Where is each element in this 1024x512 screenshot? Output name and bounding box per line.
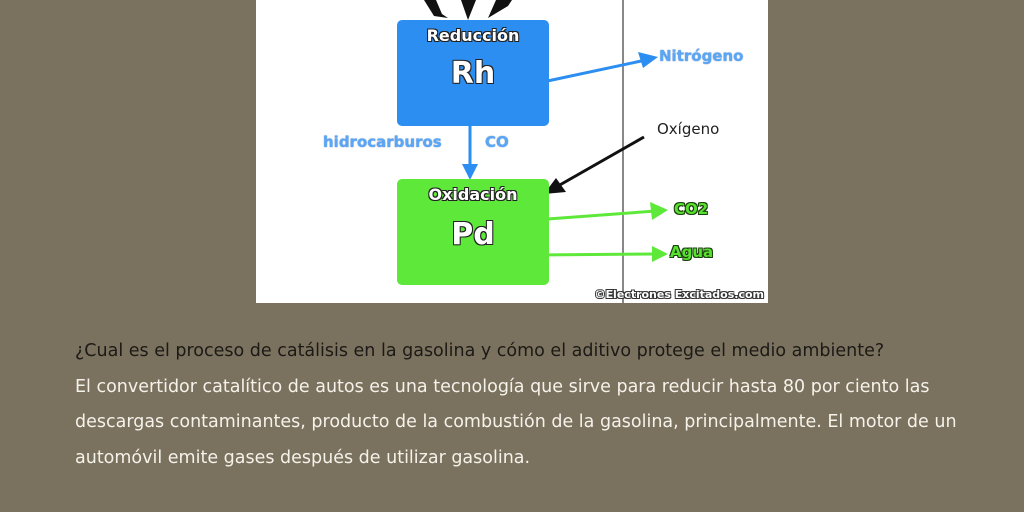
rhodium-symbol: Rh bbox=[450, 56, 496, 91]
water-label: Agua bbox=[670, 243, 714, 261]
oxidation-title: Oxidación bbox=[428, 185, 518, 204]
question-text: ¿Cual es el proceso de catálisis en la g… bbox=[75, 341, 885, 361]
nitrogen-label: Nitrógeno bbox=[659, 47, 744, 65]
article-body: ¿Cual es el proceso de catálisis en la g… bbox=[75, 334, 975, 476]
reduction-box: Reducción Rh bbox=[397, 20, 549, 126]
palladium-symbol: Pd bbox=[451, 217, 495, 252]
hydrocarbons-label: hidrocarburos bbox=[323, 133, 442, 151]
co2-label: CO2 bbox=[674, 200, 709, 218]
co-label: CO bbox=[485, 133, 509, 151]
catalysis-diagram: Reducción Rh Oxidación Pd Nitrógeno Oxíg… bbox=[256, 0, 768, 303]
oxygen-label: Oxígeno bbox=[657, 120, 720, 138]
answer-text: El convertidor catalítico de autos es un… bbox=[75, 376, 957, 468]
image-credit: ©Electrones Excitados.com bbox=[594, 288, 764, 301]
reduction-title: Reducción bbox=[426, 26, 520, 45]
diagram-arrows bbox=[424, 0, 668, 303]
oxidation-box: Oxidación Pd bbox=[397, 179, 549, 285]
